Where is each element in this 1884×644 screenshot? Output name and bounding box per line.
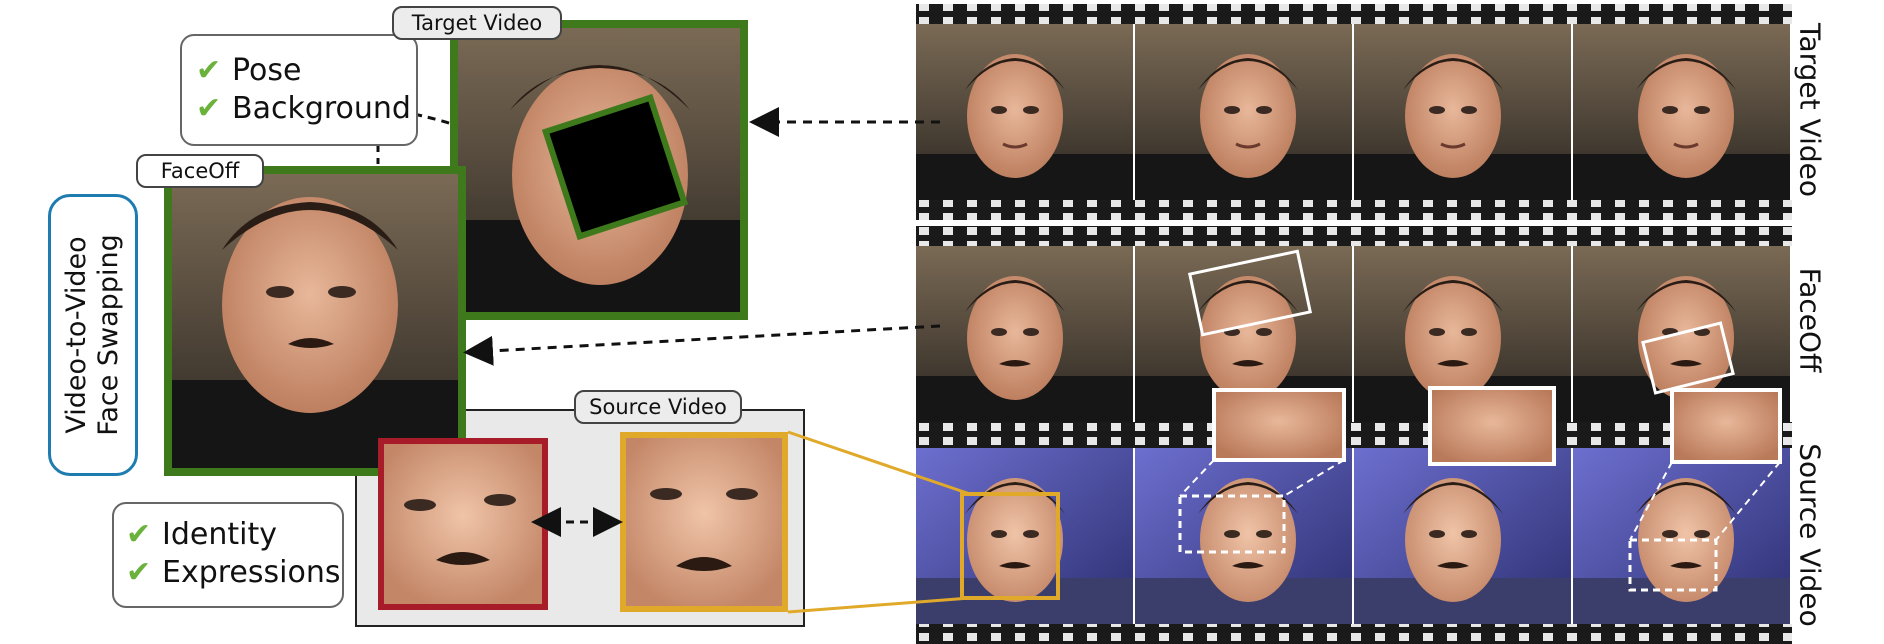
film-frame xyxy=(1573,24,1790,200)
check-item-background: ✔ Background xyxy=(196,92,411,126)
title-box: Video-to-Video Face Swapping xyxy=(48,194,138,476)
strip-label-source: Source Video xyxy=(1790,440,1830,630)
check-item-expressions: ✔ Expressions xyxy=(126,556,340,590)
strip-label-faceoff-text: FaceOff xyxy=(1793,267,1827,373)
film-frame xyxy=(916,448,1133,624)
source-video-tag: Source Video xyxy=(574,390,742,424)
faceoff-tag: FaceOff xyxy=(136,154,264,188)
film-frame xyxy=(1135,448,1352,624)
zoom-highlight xyxy=(1428,386,1556,466)
film-frame xyxy=(1354,24,1571,200)
film-perforation xyxy=(916,226,1792,246)
source-crop-box xyxy=(960,492,1060,600)
gold-connector-top xyxy=(787,430,971,496)
check-label: Identity xyxy=(162,517,277,552)
title-line-1: Video-to-Video xyxy=(61,236,92,434)
check-icon: ✔ xyxy=(196,91,222,126)
strip-label-source-text: Source Video xyxy=(1793,443,1827,627)
check-label: Pose xyxy=(232,53,302,88)
source-crop-red xyxy=(378,438,548,610)
film-frame xyxy=(1135,24,1352,200)
check-icon: ✔ xyxy=(126,517,152,552)
strip-label-target-text: Target Video xyxy=(1793,23,1827,197)
check-icon: ✔ xyxy=(126,555,152,590)
title-text: Video-to-Video Face Swapping xyxy=(61,197,125,473)
check-icon: ✔ xyxy=(196,53,222,88)
strip-label-faceoff: FaceOff xyxy=(1790,240,1830,400)
film-perforation xyxy=(916,428,1792,448)
faceoff-frame xyxy=(164,166,466,476)
film-frame xyxy=(916,246,1133,422)
faceoff-arrow xyxy=(463,324,941,366)
strip-label-target: Target Video xyxy=(1790,20,1830,200)
target-video-tag: Target Video xyxy=(392,6,562,40)
pose-background-checklist xyxy=(180,34,418,146)
check-label: Expressions xyxy=(162,555,341,590)
film-strips xyxy=(916,4,1792,644)
check-label: Background xyxy=(232,91,411,126)
pose-connector xyxy=(413,112,453,126)
zoom-highlight xyxy=(1178,249,1346,554)
title-line-2: Face Swapping xyxy=(93,234,124,436)
film-perforation xyxy=(916,4,1792,24)
film-perforation xyxy=(916,624,1792,644)
gold-connector-bottom xyxy=(787,596,971,614)
film-frame xyxy=(1354,448,1571,624)
target-frame xyxy=(450,20,748,320)
film-strip-faceoff xyxy=(916,226,1792,442)
check-item-pose: ✔ Pose xyxy=(196,54,301,88)
film-frame xyxy=(916,24,1133,200)
check-item-identity: ✔ Identity xyxy=(126,518,277,552)
source-crop-gold xyxy=(620,432,788,612)
mask-square xyxy=(541,93,689,241)
film-strip-target xyxy=(916,4,1792,220)
film-strip-source xyxy=(916,428,1792,644)
film-frame xyxy=(1573,448,1790,624)
film-perforation xyxy=(916,200,1792,220)
zoom-highlight xyxy=(1628,321,1782,592)
identity-expressions-checklist xyxy=(112,502,344,608)
